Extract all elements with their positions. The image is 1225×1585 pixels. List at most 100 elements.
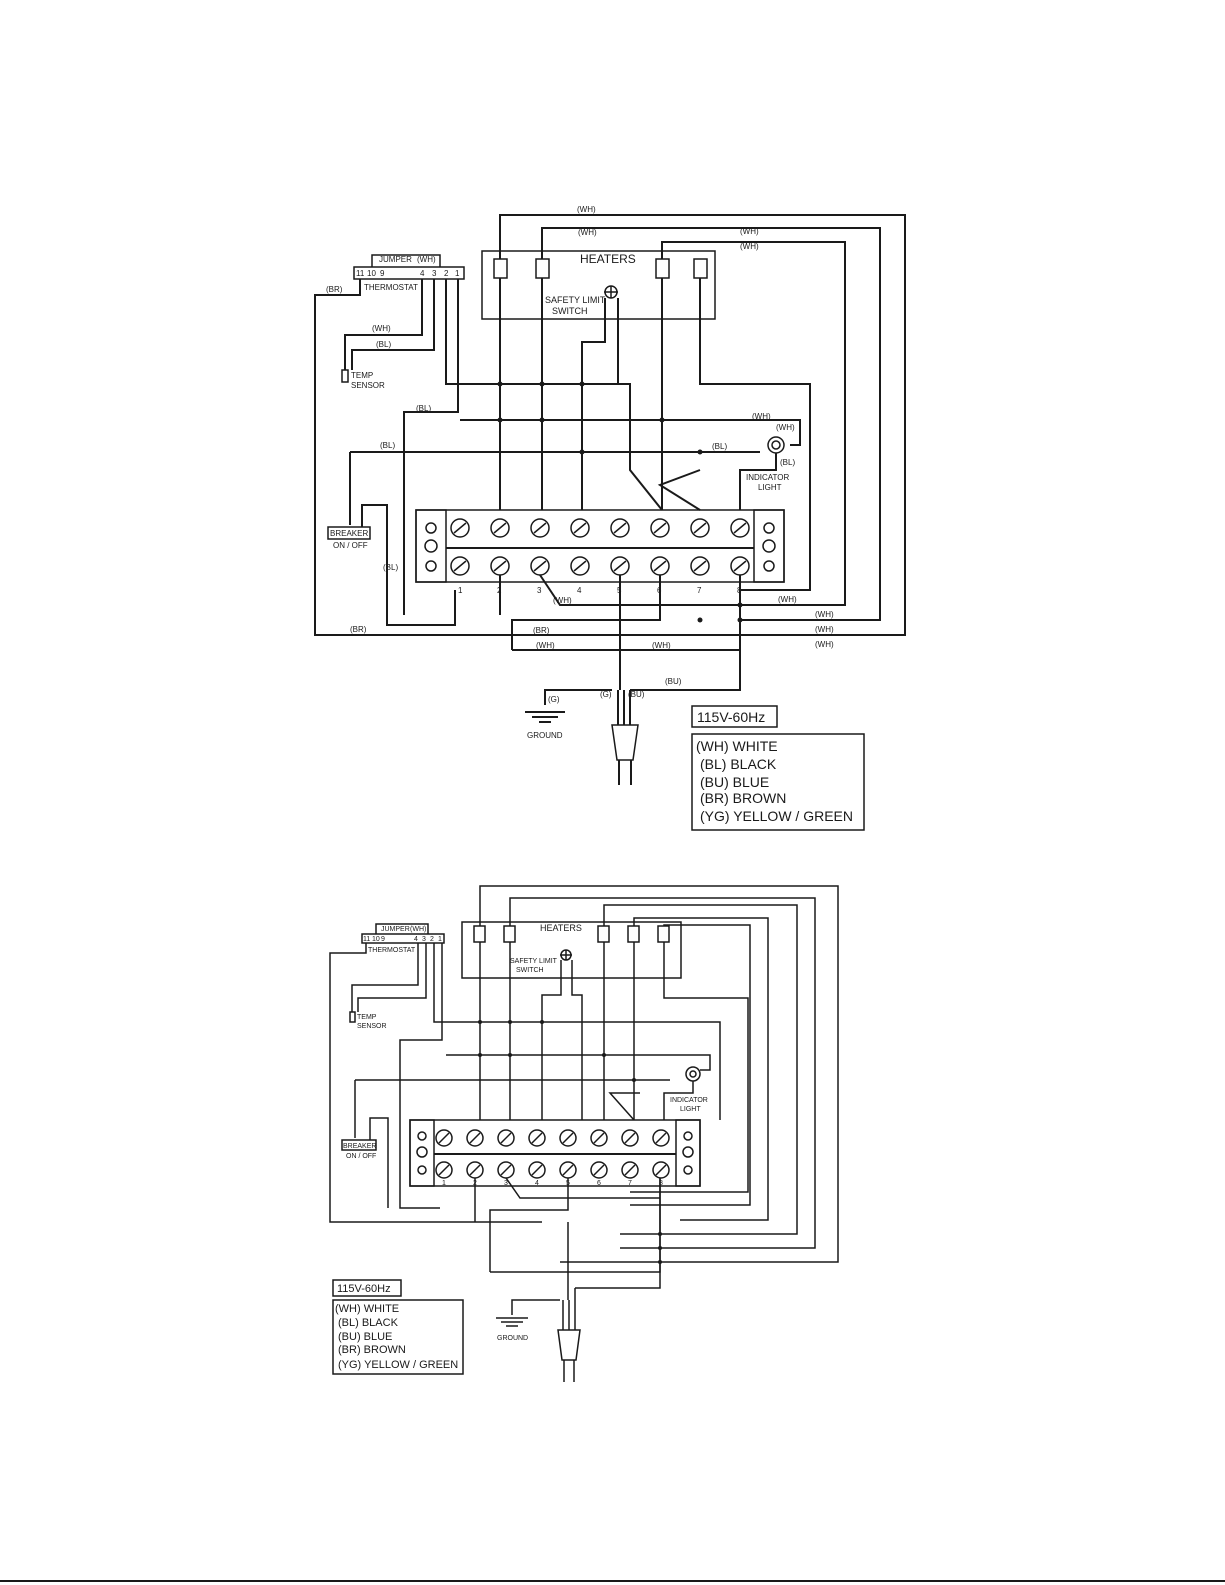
wire-label: (BL)	[383, 563, 398, 572]
thermostat-terminal: 11	[363, 936, 370, 943]
wire-wh	[433, 943, 721, 1120]
temp-sensor-icon	[341, 369, 349, 383]
terminal-number: 7	[628, 1180, 632, 1187]
wire-label: (BL)	[712, 442, 727, 451]
indicator-label: LIGHT	[758, 483, 782, 492]
thermostat-terminal: 3	[432, 269, 437, 278]
wire-junctions	[497, 381, 743, 623]
legend-item: (YG) YELLOW / GREEN	[338, 1359, 458, 1371]
thermostat-block	[353, 266, 465, 280]
indicator-light-icon	[685, 1066, 701, 1082]
heater-terminal	[493, 258, 508, 279]
wire-label: (WH)	[577, 205, 596, 214]
safety-limit-label: SAFETY LIMIT	[545, 295, 606, 305]
power-cord	[562, 1288, 576, 1330]
wire-wh	[630, 924, 751, 1206]
voltage-box	[691, 705, 778, 728]
terminal-number: 3	[537, 586, 542, 595]
terminal-number: 8	[659, 1180, 663, 1187]
heaters-label: HEATERS	[580, 252, 636, 266]
wire-junctions	[478, 1020, 662, 1264]
terminal-number: 6	[597, 1180, 601, 1187]
thermostat-terminal: 11	[356, 269, 365, 278]
legend-item: (WH) WHITE	[335, 1303, 399, 1315]
wire-label: (WH)	[372, 324, 391, 333]
safety-switch-label: SWITCH	[552, 306, 588, 316]
wire-wh	[603, 904, 798, 1235]
thermostat-terminal: 4	[414, 936, 418, 943]
terminal-number: 7	[697, 586, 702, 595]
heater-terminal	[627, 925, 640, 943]
voltage-box	[332, 1279, 402, 1297]
wire-label: (WH)	[778, 595, 797, 604]
terminal-block-end	[415, 509, 447, 583]
ground-label: GROUND	[497, 1335, 528, 1342]
legend-item: (BU) BLUE	[700, 774, 769, 790]
wire-bu	[575, 1178, 661, 1289]
terminal-number: 3	[504, 1180, 508, 1187]
temp-sensor-icon	[349, 1011, 356, 1023]
breaker-icon	[341, 1139, 377, 1151]
legend-item: (YG) YELLOW / GREEN	[700, 808, 853, 824]
wire-wh	[699, 278, 811, 591]
wire-wh	[633, 917, 769, 1221]
indicator-label: INDICATOR	[746, 473, 789, 482]
voltage-label: 115V-60Hz	[697, 709, 765, 725]
thermostat-terminal: 3	[422, 936, 426, 943]
wire-g	[544, 689, 612, 705]
legend-item: (BR) BROWN	[338, 1344, 406, 1356]
legend-item: (BR) BROWN	[700, 790, 786, 806]
terminal-block-end	[753, 509, 785, 583]
wire-wh	[445, 279, 618, 385]
terminal-screws-top	[450, 518, 750, 538]
wire-label: (WH)	[740, 227, 759, 236]
wire-wh	[509, 897, 816, 1249]
wire-label: (WH)	[652, 641, 671, 650]
wire-bu	[630, 575, 741, 691]
legend-item: (BU) BLUE	[338, 1331, 392, 1343]
heater-terminal	[535, 258, 550, 279]
wire-wh	[657, 469, 701, 511]
wire-label: (G)	[600, 690, 612, 699]
wire-wh	[511, 575, 661, 650]
thermostat-terminal: 1	[455, 269, 460, 278]
thermostat-terminal: 10	[372, 936, 380, 943]
breaker-label: BREAKER	[343, 1143, 376, 1150]
wire-label: (WH)	[536, 641, 555, 650]
plug-icon	[557, 1329, 581, 1382]
ground-icon	[496, 1317, 528, 1327]
terminal-block	[415, 509, 785, 583]
wire-bl	[357, 943, 427, 1012]
temp-sensor-label: SENSOR	[357, 1023, 387, 1030]
indicator-label: LIGHT	[680, 1106, 701, 1113]
heater-terminal	[655, 258, 670, 279]
thermostat-terminal: 2	[444, 269, 449, 278]
wire-label: (G)	[548, 695, 560, 704]
jumper-wire-label: (WH)	[417, 255, 436, 264]
wire-wh	[617, 298, 663, 511]
terminal-number: 4	[535, 1180, 539, 1187]
breaker-label: ON / OFF	[346, 1153, 376, 1160]
terminal-number: 1	[442, 1180, 446, 1187]
wire-label: (BU)	[665, 677, 682, 686]
wire-br	[329, 943, 542, 1223]
heater-terminal	[597, 925, 610, 943]
ground-icon	[525, 711, 565, 723]
wire-label: (BR)	[350, 625, 367, 634]
heater-terminal	[693, 258, 708, 279]
wire-label: (BL)	[380, 441, 395, 450]
terminal-block-end	[675, 1119, 701, 1187]
thermostat-terminal: 10	[367, 269, 376, 278]
color-legend	[691, 733, 865, 831]
diagram-bottom: HEATERS SAFETY LIMIT SWITCH THERMOSTAT J…	[329, 885, 839, 1382]
wire-label: (BL)	[780, 458, 795, 467]
wire-wh	[505, 1177, 660, 1199]
safety-switch-label: SWITCH	[516, 967, 544, 974]
temp-sensor-label: TEMP	[351, 371, 373, 380]
jumper-wire	[375, 923, 429, 934]
voltage-label: 115V-60Hz	[337, 1283, 391, 1295]
terminal-number: 1	[458, 586, 463, 595]
safety-limit-switch-icon	[604, 285, 618, 299]
wire-wh	[489, 1178, 569, 1272]
